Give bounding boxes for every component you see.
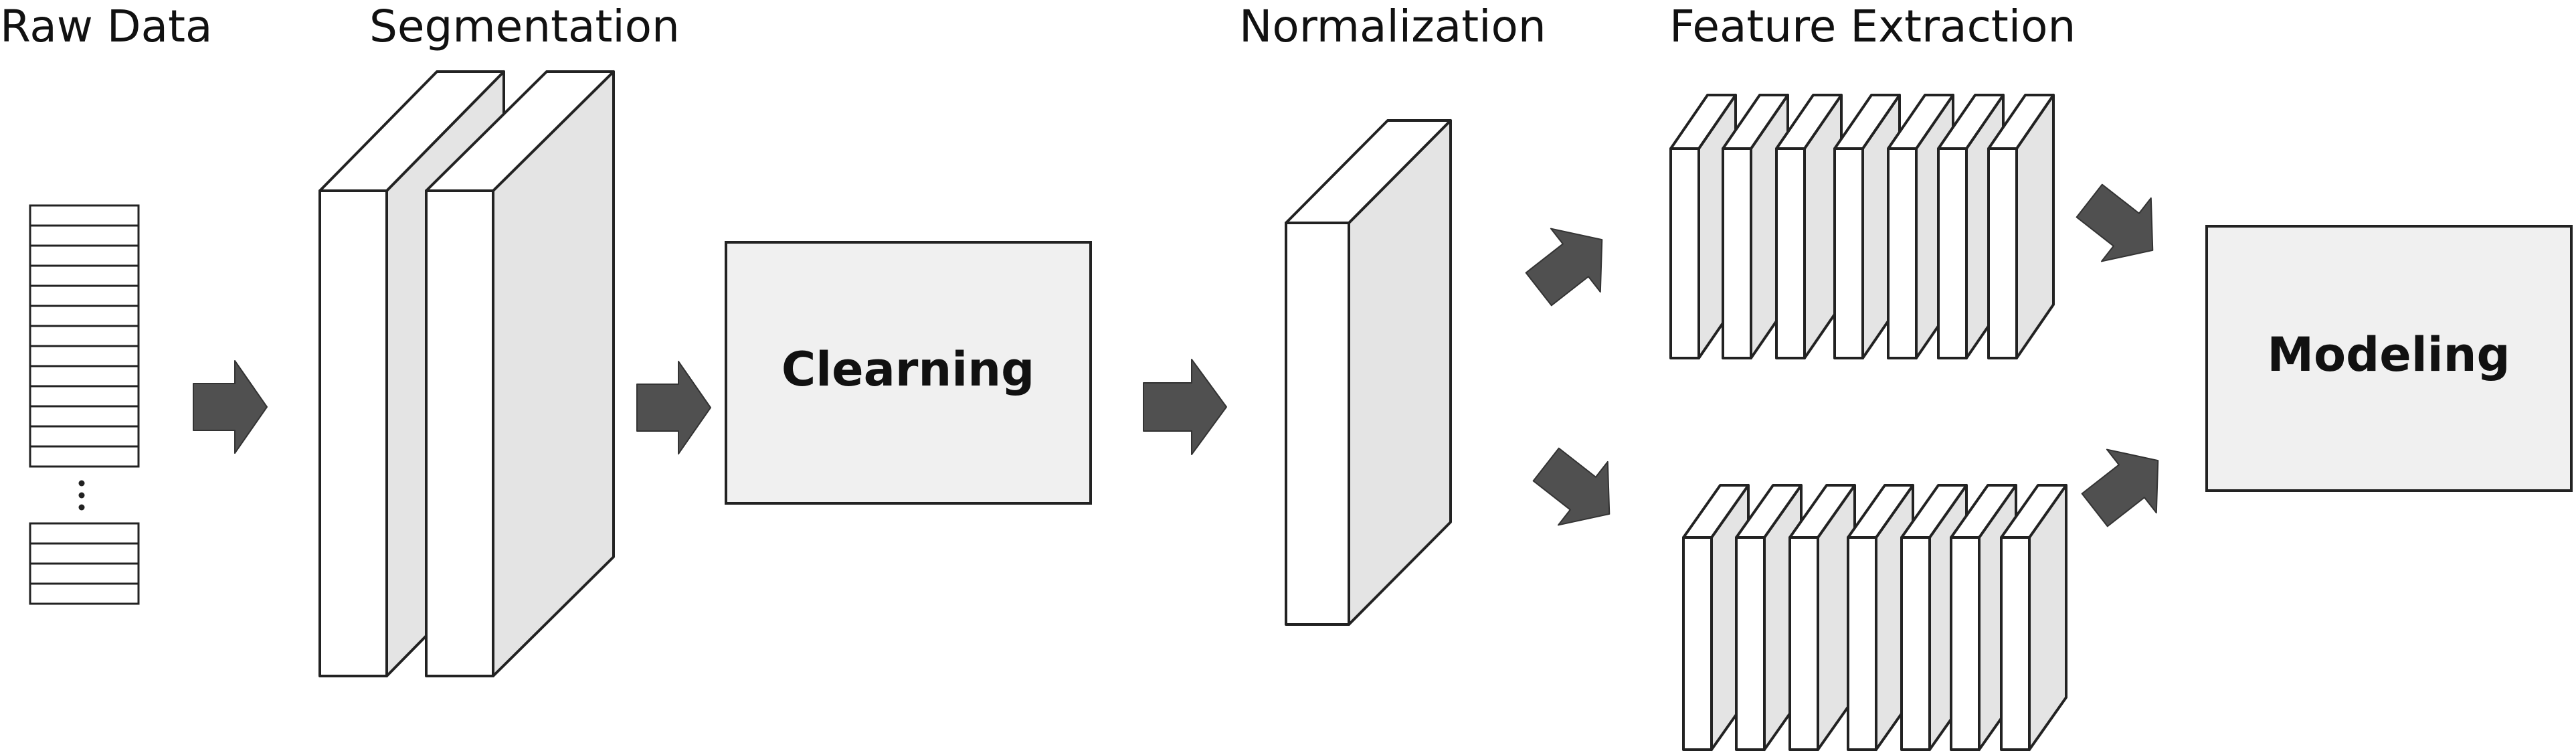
feature-slab xyxy=(1775,94,1843,359)
flow-arrow xyxy=(1532,447,1611,526)
normalization-header: Normalization xyxy=(1239,1,1546,52)
raw-data-row xyxy=(29,425,140,448)
modeling-label: Modeling xyxy=(2267,327,2510,382)
raw-data-row xyxy=(29,305,140,327)
raw-data-row xyxy=(29,542,140,565)
raw-data-header: Raw Data xyxy=(0,1,212,52)
cleaning-box xyxy=(725,241,1092,505)
feature-extraction-bottom-group xyxy=(1682,484,2067,751)
feature-extraction-top-group xyxy=(1669,94,2055,359)
raw-data-row xyxy=(29,582,140,605)
feature-slab xyxy=(2000,484,2067,751)
ellipsis-dot xyxy=(78,504,85,511)
feature-slab xyxy=(1788,484,1856,751)
raw-data-stack xyxy=(29,204,140,605)
modeling-box xyxy=(2205,225,2573,492)
normalization-slab xyxy=(1285,119,1452,626)
segmentation-header: Segmentation xyxy=(369,1,680,52)
flow-arrow xyxy=(1525,228,1603,307)
feature-extraction-header: Feature Extraction xyxy=(1669,1,2076,52)
raw-data-row xyxy=(29,385,140,408)
feature-slab xyxy=(1887,94,1954,359)
flow-arrow xyxy=(2081,448,2159,527)
raw-data-row xyxy=(29,445,140,468)
flow-arrow xyxy=(2076,183,2154,262)
cleaning-label: Clearning xyxy=(781,342,1034,397)
feature-slab xyxy=(1987,94,2055,359)
ellipsis-dot xyxy=(78,492,85,499)
raw-data-row xyxy=(29,522,140,545)
segmentation-slabs xyxy=(318,70,615,677)
flow-arrow xyxy=(193,360,268,454)
raw-data-row xyxy=(29,405,140,428)
raw-data-row xyxy=(29,325,140,347)
ellipsis-dot xyxy=(78,480,85,487)
raw-data-row xyxy=(29,562,140,585)
normalization-slab xyxy=(1285,119,1452,626)
raw-data-row xyxy=(29,365,140,388)
flow-arrow xyxy=(636,361,711,454)
raw-data-row xyxy=(29,244,140,267)
raw-data-row xyxy=(29,224,140,247)
raw-data-row xyxy=(29,204,140,227)
raw-data-row xyxy=(29,284,140,307)
raw-data-row xyxy=(29,345,140,367)
flow-arrow xyxy=(1143,359,1227,455)
flow-arrows xyxy=(193,183,2159,527)
raw-data-row xyxy=(29,264,140,287)
segmentation-slab xyxy=(425,70,615,677)
